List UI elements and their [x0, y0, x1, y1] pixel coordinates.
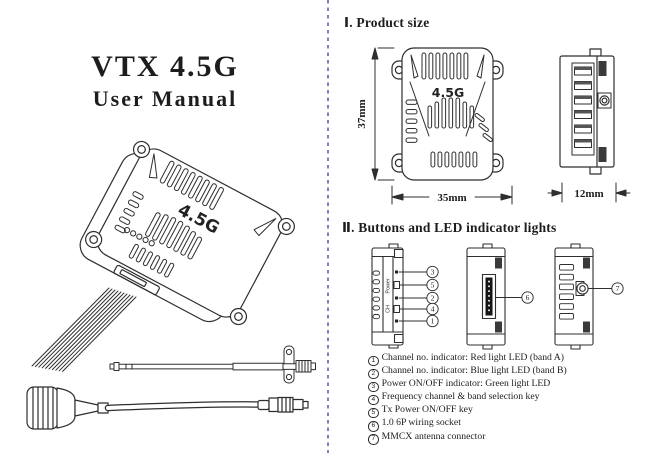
side-view-socket — [466, 243, 506, 350]
ribbon-cable-drawing — [31, 287, 137, 372]
mmcx-connector — [576, 282, 589, 295]
width-dimension — [391, 185, 513, 205]
product-size-figure: 4.5G 37mm 35 — [356, 47, 631, 205]
callout-view3: 7 — [588, 282, 624, 295]
vtx-device-drawing: 4.5G — [79, 140, 295, 326]
legend-text: 1.0 6P wiring socket — [381, 417, 461, 429]
cover-subtitle: User Manual — [92, 86, 238, 111]
power-vertical-label: Power — [386, 278, 392, 293]
product-3d-figure: 4.5G — [26, 140, 316, 430]
top-view-label: 4.5G — [432, 85, 464, 100]
dim-height-label: 37mm — [356, 99, 368, 128]
ch-vertical-label: CH — [386, 305, 392, 313]
callout-6: 6 — [526, 293, 530, 302]
callout-2: 2 — [431, 294, 435, 303]
button-5 — [393, 281, 400, 289]
legend-text: Channel no. indicator: Red light LED (ba… — [381, 352, 565, 363]
dipole-antenna-drawing — [109, 345, 316, 384]
led-1 — [395, 319, 398, 323]
legend-num: 3 — [368, 381, 379, 393]
side-view-mmcx — [554, 243, 594, 350]
dashed-divider — [327, 0, 329, 453]
legend-text: MMCX antenna connector — [381, 430, 486, 442]
callout-5: 5 — [431, 281, 435, 290]
led-3 — [395, 270, 398, 274]
legend-num: 1 — [368, 355, 379, 367]
depth-dimension — [547, 182, 631, 203]
callout-3: 3 — [431, 268, 435, 277]
legend-num: 6 — [368, 420, 379, 432]
callout-1: 1 — [431, 317, 435, 326]
legend-num: 2 — [368, 368, 379, 380]
callouts-view1: 3 5 2 4 1 — [398, 265, 439, 328]
section2-heading: Ⅱ. Buttons and LED indicator lights — [342, 220, 557, 235]
dim-depth-label: 12mm — [574, 188, 603, 200]
callout-4: 4 — [431, 305, 435, 314]
buttons-figure: Power CH 3 5 2 4 1 — [371, 243, 624, 350]
cover-title: VTX 4.5G — [91, 50, 239, 83]
section1-heading: Ⅰ. Product size — [344, 15, 430, 30]
led-2 — [395, 296, 398, 300]
callout-7: 7 — [616, 284, 620, 293]
height-dimension — [371, 47, 395, 181]
callout-view2: 6 — [495, 291, 534, 304]
legend-text: Tx Power ON/OFF key — [381, 404, 473, 416]
legend-text: Power ON/OFF indicator: Green light LED — [381, 378, 551, 390]
legend-num: 4 — [368, 394, 379, 406]
antenna-cable-drawing — [26, 386, 309, 430]
side-view-buttons: Power CH — [371, 243, 404, 349]
legend-num: 7 — [368, 434, 379, 445]
side-view-drawing — [559, 48, 615, 175]
dim-width-label: 35mm — [437, 192, 466, 204]
legend-num: 5 — [368, 407, 379, 419]
legend-text: Frequency channel & band selection key — [381, 391, 540, 403]
legend-text: Channel no. indicator: Blue light LED (b… — [381, 365, 567, 377]
button-4 — [393, 305, 400, 313]
